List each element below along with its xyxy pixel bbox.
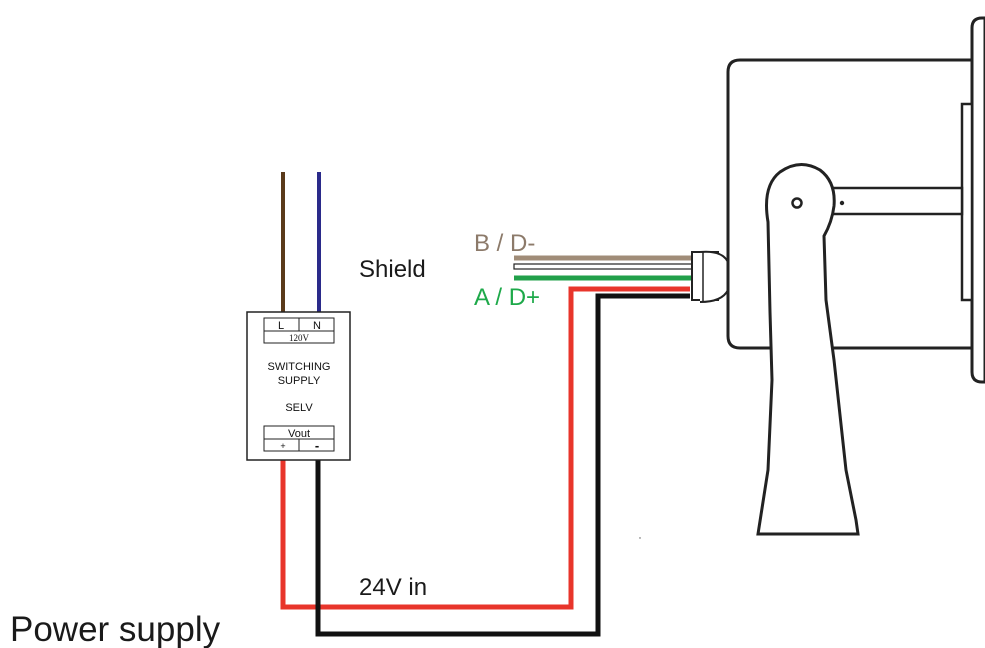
psu-l-label: L <box>278 320 284 332</box>
positive-wire-red <box>280 286 690 610</box>
switching-power-supply: L N 120V SWITCHING SUPPLY SELV Vout + - <box>246 311 351 461</box>
negative-wire-black <box>315 293 690 637</box>
psu-n-label: N <box>313 320 321 332</box>
psu-plus-label: + <box>280 441 285 451</box>
shield-wire <box>513 263 693 270</box>
cable-gland <box>691 250 729 303</box>
24v-in-label: 24V in <box>359 574 427 601</box>
psu-voltage-label: 120V <box>289 333 310 343</box>
psu-line2: SUPPLY <box>278 375 321 387</box>
psu-vout-label: Vout <box>288 428 310 440</box>
psu-minus-label: - <box>315 438 319 453</box>
psu-selv: SELV <box>285 402 313 414</box>
b-d-minus-label: B / D- <box>474 230 535 257</box>
light-fixture <box>639 16 985 539</box>
power-supply-label: Power supply <box>10 610 221 648</box>
psu-line1: SWITCHING <box>268 361 331 373</box>
a-d-plus-label: A / D+ <box>474 284 540 311</box>
shield-label: Shield <box>359 256 426 283</box>
